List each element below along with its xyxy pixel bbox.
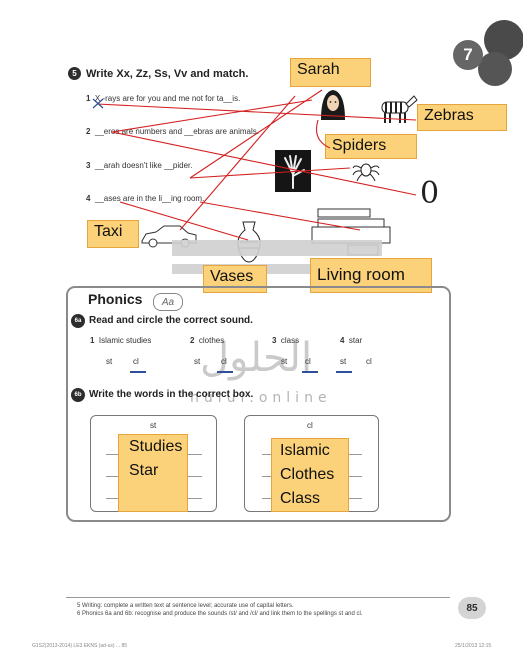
item-number: 4 — [340, 336, 345, 345]
phonics-item-1: 1 Islamic studies — [90, 336, 151, 345]
unit-number-badge: 7 — [453, 40, 483, 70]
cl-word: Clothes — [280, 466, 335, 483]
page-number: 85 — [458, 597, 486, 619]
item-number: 3 — [272, 336, 277, 345]
sentence-number: 2 — [86, 127, 91, 136]
answer-box-cl: Islamic Clothes Class — [271, 438, 349, 512]
answer-underline — [130, 371, 146, 373]
cl-word: Class — [280, 490, 321, 507]
exercise-6b-number: 6b — [71, 388, 85, 402]
box-st-title: st — [150, 421, 157, 430]
sound-option[interactable]: cl — [221, 357, 227, 366]
item-word: star — [348, 336, 363, 345]
answer-taxi: Taxi — [87, 220, 139, 248]
spider-picture — [352, 163, 380, 182]
answer-vases: Vases — [203, 265, 267, 293]
sentence-text: __arah doesn't like __pider. — [94, 161, 193, 170]
sentence-number: 4 — [86, 194, 91, 203]
sentence-text: __ases are in the li__ing room. — [94, 194, 205, 203]
watermark-latin: hulul.online — [190, 390, 332, 406]
exercise-6b-instruction: Write the words in the correct box. — [89, 389, 254, 400]
match-line — [111, 131, 417, 196]
sentence-text: __eros are numbers and __ebras are anima… — [94, 127, 259, 136]
handwritten-x-mark — [92, 98, 104, 109]
phonics-item-2: 2 clothes — [190, 336, 224, 345]
exercise-6a-number: 6a — [71, 314, 85, 328]
sarah-picture — [321, 90, 345, 120]
item-number: 2 — [190, 336, 195, 345]
answer-underline — [302, 371, 318, 373]
phonics-item-4: 4 star — [340, 336, 362, 345]
phonics-badge: Aa — [153, 293, 183, 311]
answer-underline — [336, 371, 352, 373]
exercise-5-number: 5 — [68, 67, 81, 80]
zebra-picture — [381, 95, 418, 123]
sentence-number: 3 — [86, 161, 91, 170]
sound-option[interactable]: cl — [366, 357, 372, 366]
print-meta-left: G1S2(2013-2014) LE3 EKNS (ad-us) ... 85 — [32, 643, 128, 649]
match-line — [189, 89, 323, 179]
st-word: Studies — [129, 438, 183, 455]
sound-option[interactable]: st — [281, 357, 288, 366]
match-line — [179, 95, 296, 231]
corner-decoration — [478, 52, 512, 86]
answer-spiders: Spiders — [325, 134, 417, 159]
footer-rule — [66, 597, 450, 598]
item-word: clothes — [198, 336, 225, 345]
sentence-2: 2 __eros are numbers and __ebras are ani… — [86, 127, 259, 136]
sentence-number: 1 — [86, 94, 91, 103]
item-number: 1 — [90, 336, 95, 345]
sentence-1: 1 X -rays are for you and me not for ta_… — [86, 94, 240, 103]
answer-zebras: Zebras — [417, 104, 507, 131]
footer-note-2: 6 Phonics 6a and 6b: recognise and produ… — [77, 611, 363, 617]
footer-note-1: 5 Writing: complete a written text at se… — [77, 603, 294, 609]
sound-option[interactable]: cl — [133, 357, 139, 366]
match-line — [96, 103, 417, 121]
print-meta-right: 25/1/2013 12:15 — [455, 643, 492, 649]
sound-option[interactable]: st — [106, 357, 113, 366]
match-line — [119, 201, 249, 241]
answer-underline — [217, 371, 233, 373]
match-line — [199, 201, 361, 231]
phonics-title: Phonics — [88, 291, 143, 307]
match-line — [189, 167, 351, 179]
match-line — [111, 99, 313, 133]
item-word: class — [280, 336, 300, 345]
exercise-5-instruction: Write Xx, Zz, Ss, Vv and match. — [86, 68, 249, 80]
phonics-panel — [66, 286, 451, 522]
item-word: Islamic studies — [98, 336, 152, 345]
sound-option[interactable]: st — [194, 357, 201, 366]
phonics-item-3: 3 class — [272, 336, 299, 345]
sentence-3: 3 __arah doesn't like __pider. — [86, 161, 193, 170]
answer-box-st: Studies Star — [118, 434, 188, 512]
cl-word: Islamic — [280, 442, 330, 459]
watermark-bar — [172, 240, 382, 256]
zero-glyph: 0 — [420, 176, 440, 211]
sound-option[interactable]: cl — [305, 357, 311, 366]
box-cl-title: cl — [307, 421, 313, 430]
exercise-6a-instruction: Read and circle the correct sound. — [89, 315, 253, 326]
answer-sarah: Sarah — [290, 58, 371, 87]
match-line — [315, 119, 331, 149]
st-word: Star — [129, 462, 159, 479]
sentence-text: X -rays are for you and me not for ta__i… — [94, 94, 241, 103]
watermark-arabic: الحلول — [200, 335, 313, 381]
sentence-4: 4 __ases are in the li__ing room. — [86, 194, 204, 203]
sound-option[interactable]: st — [340, 357, 347, 366]
